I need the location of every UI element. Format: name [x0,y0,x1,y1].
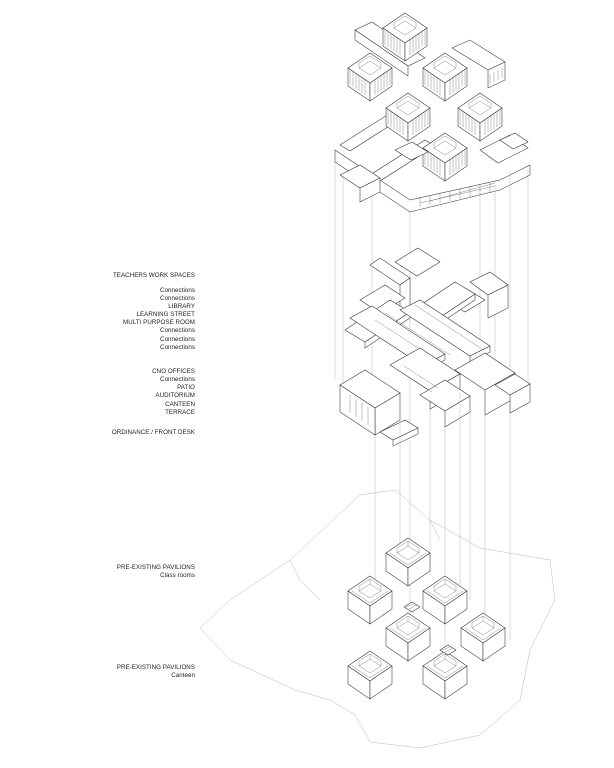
label-terrace: TERRACE [165,409,195,416]
label-canteen-lower: Canteen [171,672,195,679]
projection-lines-lower [374,392,511,650]
label-auditorium: AUDITORIUM [155,392,195,399]
label-connections: Connections [160,295,195,302]
label-pre-existing-pavilions: PRE-EXISTING PAVILIONS [117,564,195,571]
label-connections: Connections [160,336,195,343]
label-connections: Connections [160,376,195,383]
label-learning-street: LEARNING STREET [136,311,195,318]
label-connections: Connections [160,327,195,334]
label-ordinance-front-desk: ORDINANCE / FRONT DESK [112,429,196,436]
label-multi-purpose-room: MULTI PURPOSE ROOM [123,319,195,326]
label-connections: Connections [160,287,195,294]
level-complete-building [334,12,531,213]
label-class-rooms: Class rooms [160,572,195,579]
label-patio: PATIO [177,384,195,391]
label-canteen: CANTEEN [165,401,195,408]
label-pre-existing-pavilions: PRE-EXISTING PAVILIONS [117,664,195,671]
level-new-programme [339,247,531,447]
label-library: LIBRARY [168,303,195,310]
program-labels: TEACHERS WORK SPACES Connections Connect… [112,272,196,679]
label-teachers-work-spaces: TEACHERS WORK SPACES [113,272,195,279]
label-cno-offices: CNO OFFICES [152,368,195,375]
label-connections: Connections [160,344,195,351]
level-pre-existing-pavilions [199,489,556,749]
